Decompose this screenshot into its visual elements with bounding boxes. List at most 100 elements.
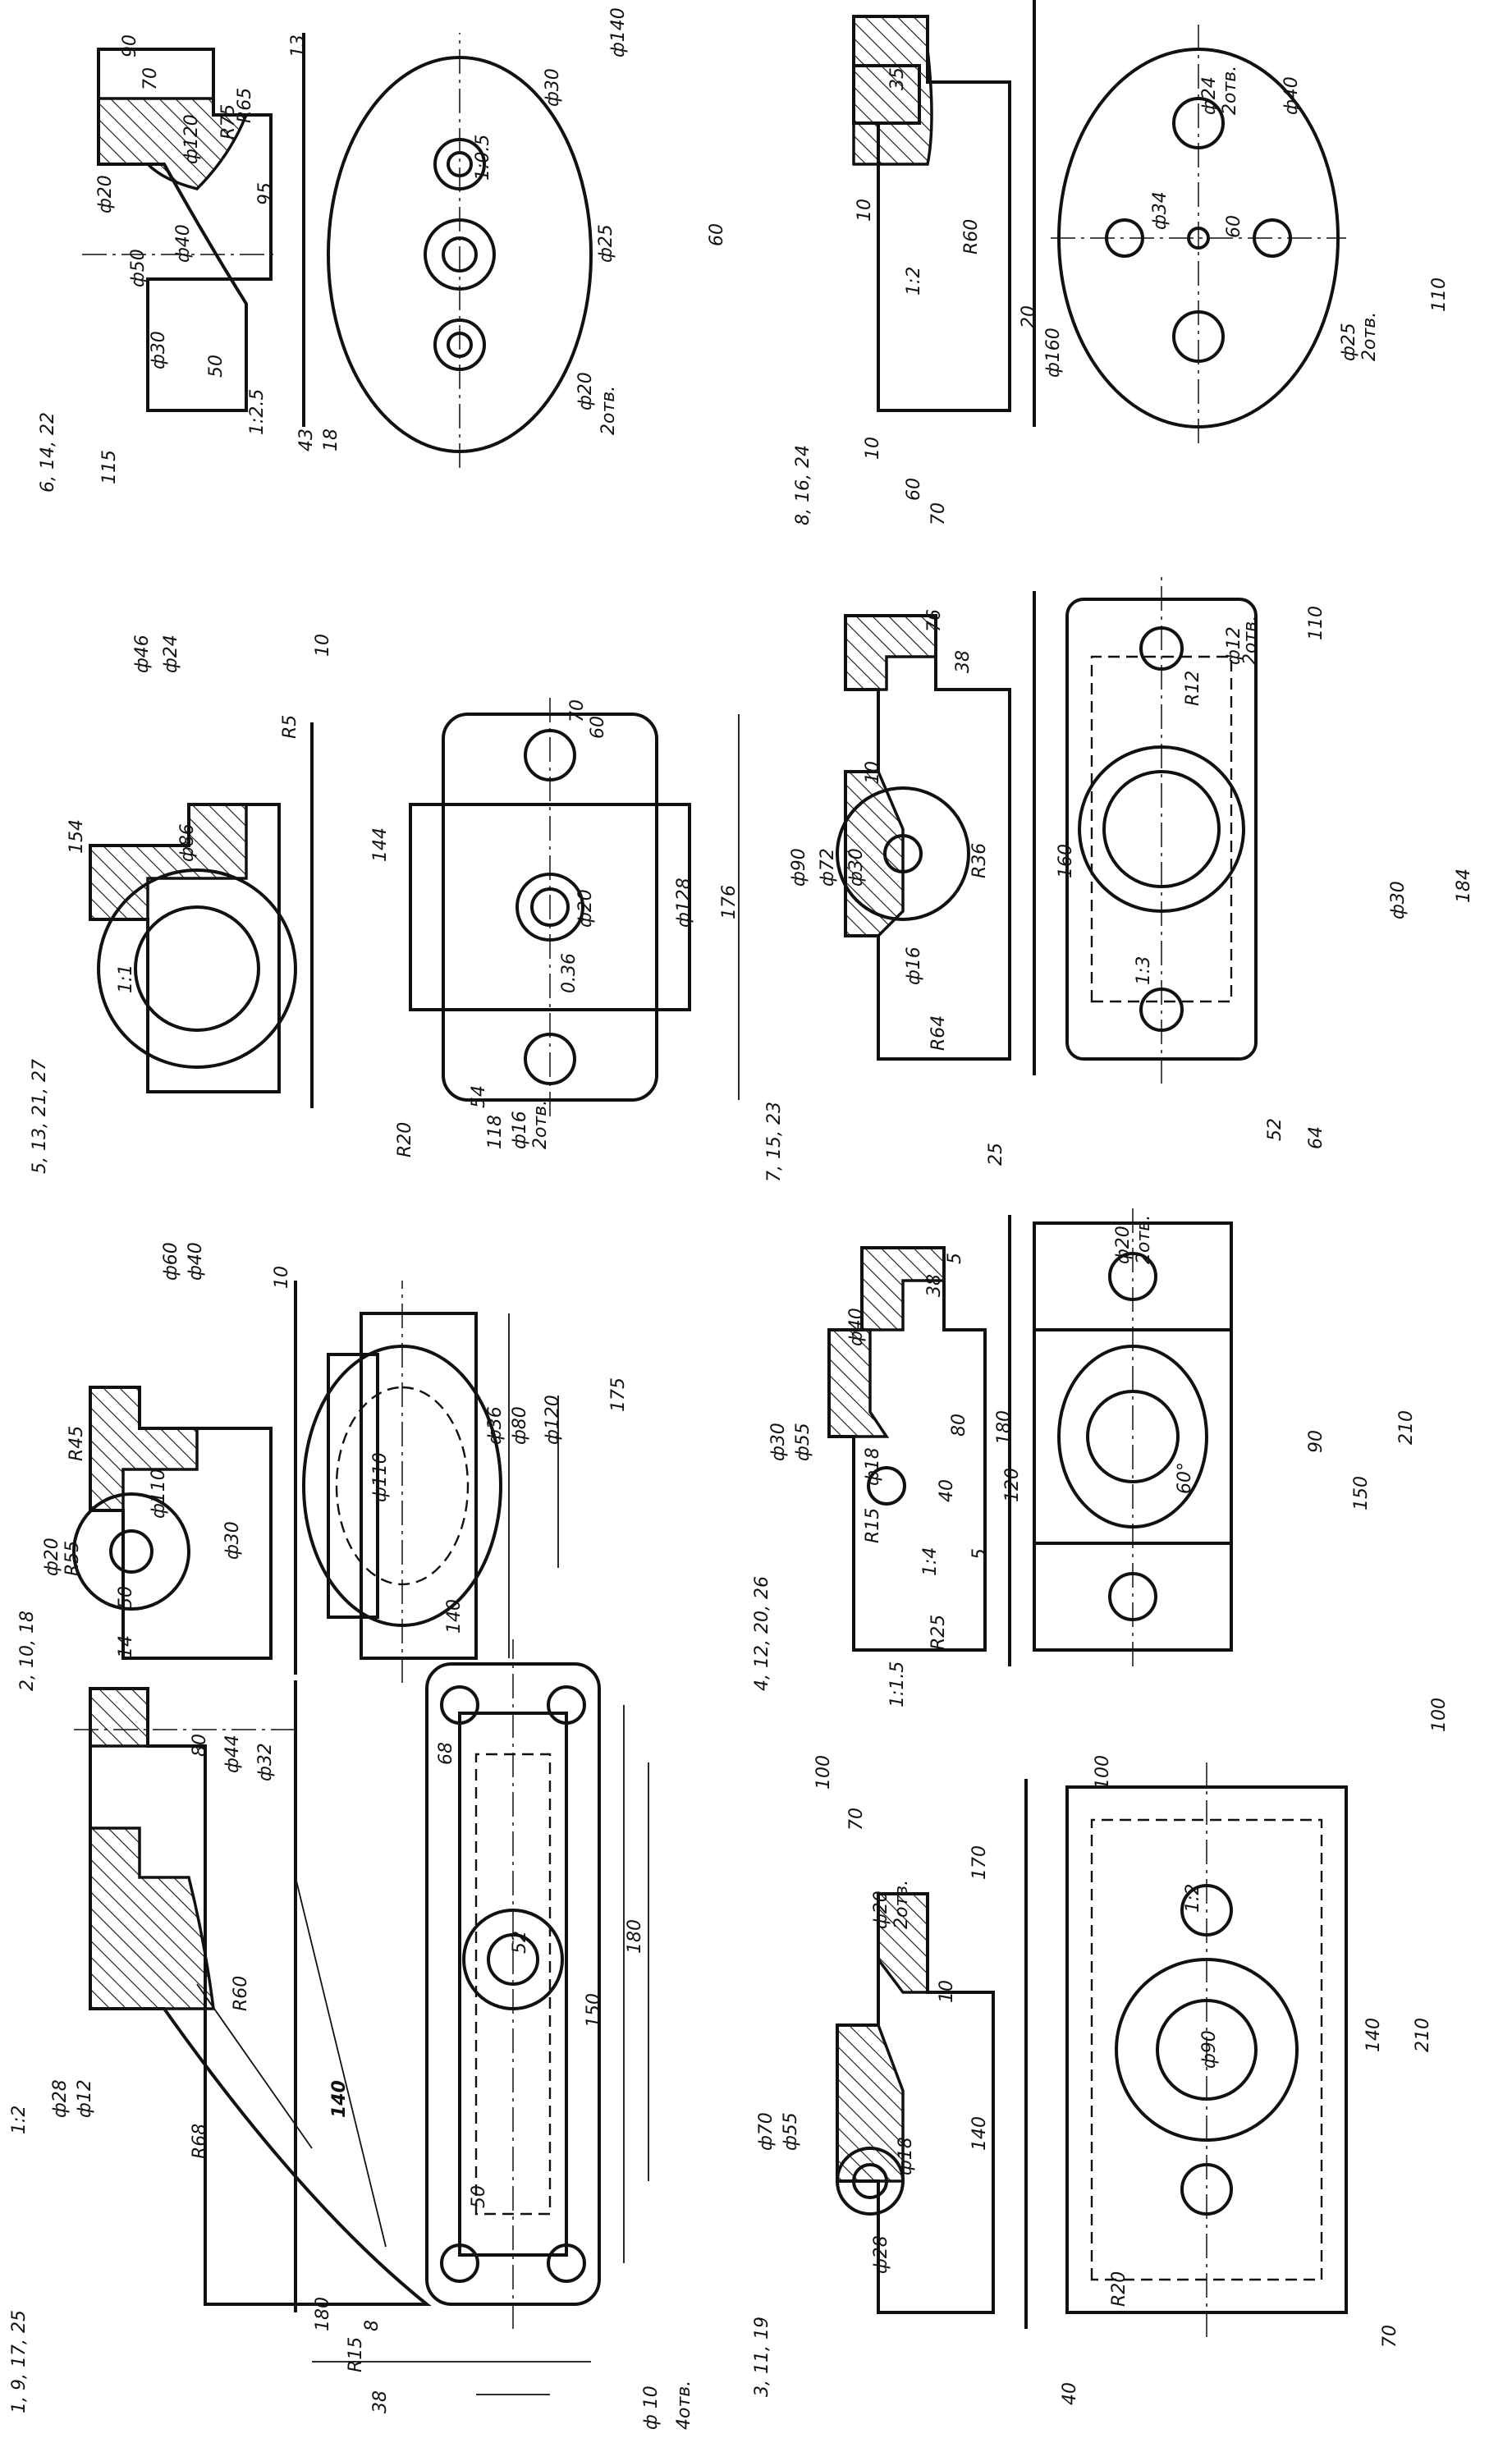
dim-text: 38 <box>924 1274 945 1297</box>
dim-text: ф25 <box>1339 323 1359 361</box>
dim-text: 115 <box>99 450 120 484</box>
dim-text: 2отв. <box>598 386 619 435</box>
dim-text: 5 <box>945 1253 965 1264</box>
dim-text: ф16 <box>904 946 924 985</box>
dim-text: 1:2 <box>904 267 924 296</box>
dim-text: 70 <box>928 502 949 525</box>
drawing-variant-7 <box>836 575 1258 1084</box>
dim-text: 110 <box>1429 277 1450 312</box>
dim-text: R60 <box>231 1976 251 2011</box>
variant-8-label: 8, 16, 24 <box>793 445 813 525</box>
dim-text: 176 <box>719 885 740 919</box>
dim-text: ф12 <box>75 2079 95 2118</box>
dim-text: 80 <box>949 1414 969 1437</box>
dim-text: 150 <box>1351 1476 1372 1510</box>
variant-4-labels: 6, 14, 22 90 70 R75 R65 13 ф20 ф50 ф40 ф… <box>38 7 727 493</box>
dim-text: R15 <box>863 1508 883 1543</box>
variant-1-label: 1, 9, 17, 25 <box>9 2310 30 2413</box>
dim-text: ф20 <box>42 1538 62 1576</box>
dim-text: 13 <box>288 34 309 57</box>
dim-text: 70 <box>1380 2325 1400 2348</box>
dim-text: ф30 <box>149 331 169 369</box>
dim-text: 8 <box>362 2320 383 2331</box>
dim-text: 68 <box>436 1742 456 1765</box>
dim-text: 10 <box>937 1980 957 2003</box>
dim-text: ф90 <box>1199 2030 1220 2069</box>
dim-text: 1:2 <box>9 2106 30 2134</box>
dim-text: 210 <box>1396 1410 1417 1445</box>
dim-text: ф50 <box>128 249 149 287</box>
dim-text: 120 <box>1002 1468 1023 1502</box>
dim-text: 38 <box>370 2390 391 2413</box>
dim-text: 25 <box>986 1143 1006 1166</box>
dim-text: ф86 <box>177 823 198 862</box>
drawing-variant-2 <box>72 1281 559 1683</box>
dim-text: 40 <box>1060 2382 1080 2405</box>
dim-text: 52 <box>1265 1118 1285 1141</box>
dim-text: 10 <box>855 199 875 222</box>
dim-text: ф24 <box>1199 76 1220 115</box>
dim-text: 2отв. <box>1240 616 1261 665</box>
dim-text: 1:0.5 <box>473 135 493 181</box>
dim-text: 43 <box>296 429 317 451</box>
dim-text: ф30 <box>543 68 563 107</box>
dim-text: R45 <box>66 1426 87 1461</box>
dim-text: ф30 <box>846 848 867 887</box>
dim-text: R55 <box>62 1541 83 1576</box>
drawing-variant-8 <box>852 0 1346 443</box>
dim-text: ф72 <box>818 848 838 887</box>
dim-text: 0.36 <box>559 953 580 993</box>
dim-text: 50 <box>469 2185 489 2208</box>
dim-text: ф160 <box>1043 328 1064 378</box>
dim-text: 2отв. <box>530 1100 551 1149</box>
dim-text: 1:3 <box>1134 956 1154 985</box>
dim-text: 80 <box>190 1734 210 1757</box>
dim-text: 100 <box>1429 1698 1450 1732</box>
dim-text: ф34 <box>1150 191 1171 230</box>
dim-text: R12 <box>1183 671 1203 706</box>
dim-text: ф20 <box>575 372 596 410</box>
variant-6-label: 4, 12, 20, 26 <box>752 1576 772 1691</box>
dim-text: 110 <box>1306 606 1326 640</box>
dim-text: 160 <box>1056 844 1076 878</box>
dim-text: ф40 <box>846 1308 867 1346</box>
dim-text: 14 <box>116 1635 136 1658</box>
dim-text: R65 <box>235 88 255 123</box>
dim-text: ф20 <box>871 1891 891 1929</box>
dim-text: R5 <box>280 715 300 739</box>
dim-text: 20 <box>1019 305 1039 328</box>
variant-4-label: 6, 14, 22 <box>38 412 58 493</box>
dim-text: R15 <box>346 2337 366 2372</box>
dim-text: ф 10 <box>641 2386 662 2430</box>
dim-text: ф18 <box>863 1447 883 1486</box>
dim-text: 154 <box>66 819 87 854</box>
dim-text: ф20 <box>1113 1226 1134 1264</box>
dim-text: 60 <box>1224 215 1244 238</box>
dim-text: 95 <box>255 182 276 205</box>
dim-text: 140 <box>444 1599 465 1634</box>
dim-text: ф140 <box>608 7 629 57</box>
dim-text: ф40 <box>1281 76 1302 115</box>
variant-5-labels: 3, 11, 19 100 70 ф20 2отв. ф70 ф55 10 17… <box>752 1755 1433 2405</box>
dim-text: ф90 <box>789 848 809 887</box>
dim-text: ф30 <box>768 1423 789 1461</box>
dim-text: ф36 <box>485 1406 506 1445</box>
dim-text: 118 <box>485 1115 506 1149</box>
dim-text: 10 <box>863 761 883 784</box>
dim-text: ф40 <box>173 224 194 263</box>
dim-text: 2отв. <box>891 1880 912 1929</box>
dim-text: ф70 <box>756 2112 777 2151</box>
dim-text: ф55 <box>781 2112 801 2151</box>
dim-text: 70 <box>846 1808 867 1831</box>
drawing-variant-6 <box>827 1207 1233 1666</box>
dim-text: R68 <box>190 2124 210 2159</box>
drawing-variant-4 <box>82 33 593 468</box>
dim-text: 50 <box>206 355 227 378</box>
dim-text: ф110 <box>149 1469 169 1519</box>
dim-text: 52 <box>510 1931 530 1954</box>
variant-6-labels: 4, 12, 20, 26 38 5 ф40 ф30 ф55 ф18 40 80… <box>752 1215 1450 1732</box>
dim-text: ф20 <box>575 889 596 928</box>
dim-text: ф28 <box>50 2079 71 2118</box>
dim-text: 144 <box>370 827 391 862</box>
dim-text: 10 <box>863 437 883 460</box>
